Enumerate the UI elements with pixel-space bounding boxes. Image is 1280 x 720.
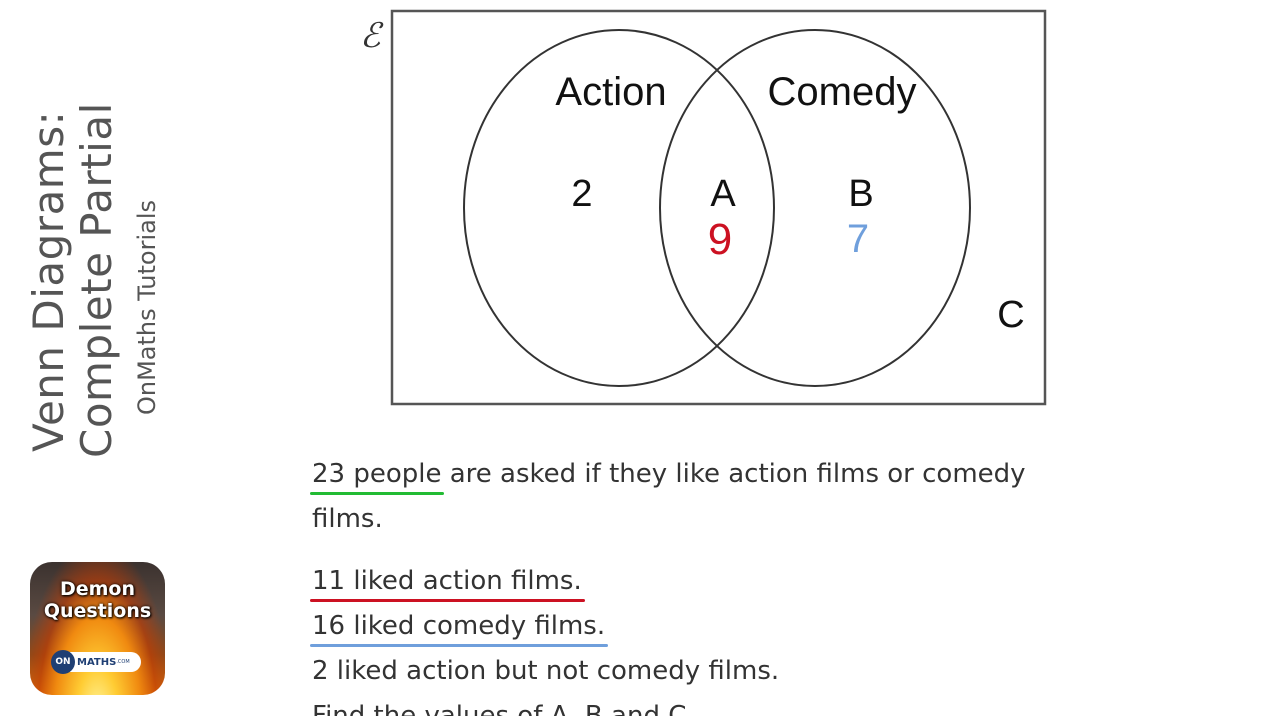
comedy-only-label: B — [848, 173, 873, 215]
universal-set-symbol: ℰ — [360, 17, 384, 55]
underlined-total: 23 people — [309, 452, 445, 497]
title-line-2: Complete Partial — [72, 102, 121, 458]
demon-questions-badge: Demon Questions ON MATHS .COM — [30, 562, 165, 695]
title-line-1: Venn Diagrams: — [24, 110, 73, 452]
question-intro: 23 people are asked if they like action … — [309, 452, 1072, 542]
comedy-circle — [659, 29, 971, 387]
intersection-label: A — [710, 173, 736, 215]
badge-line-2: Questions — [43, 600, 152, 622]
question-text: 23 people are asked if they like action … — [309, 452, 1112, 716]
intersection-answer: 9 — [708, 215, 732, 264]
action-label: Action — [555, 70, 666, 114]
logo-on: ON — [51, 650, 75, 674]
outside-label: C — [997, 294, 1024, 336]
fact-action-only: 2 liked action but not comedy films. — [312, 656, 780, 686]
fact-action-text: 11 liked action films. — [310, 559, 585, 604]
action-circle — [463, 29, 775, 387]
question-prompt: Find the values of A, B and C. — [312, 701, 695, 716]
logo-com: .COM — [116, 659, 130, 665]
comedy-label: Comedy — [768, 70, 917, 114]
universal-set-frame — [390, 9, 1047, 406]
comedy-only-answer: 7 — [847, 217, 869, 261]
side-title: Venn Diagrams: Complete Partial OnMaths … — [20, 102, 161, 460]
fact-action: 11 liked action films. — [310, 559, 1112, 604]
onmaths-logo: ON MATHS .COM — [51, 650, 141, 674]
logo-maths: MATHS — [77, 656, 117, 668]
question-intro-rest: are asked if they like action films or c… — [312, 459, 1026, 534]
venn-diagram: ℰ Action Comedy 2 A B C 9 7 — [360, 9, 1047, 406]
badge-line-1: Demon — [59, 578, 136, 600]
subtitle: OnMaths Tutorials — [133, 199, 161, 415]
action-only-value: 2 — [571, 173, 592, 215]
fact-comedy-text: 16 liked comedy films. — [309, 604, 609, 649]
fact-comedy: 16 liked comedy films. — [309, 604, 1112, 649]
